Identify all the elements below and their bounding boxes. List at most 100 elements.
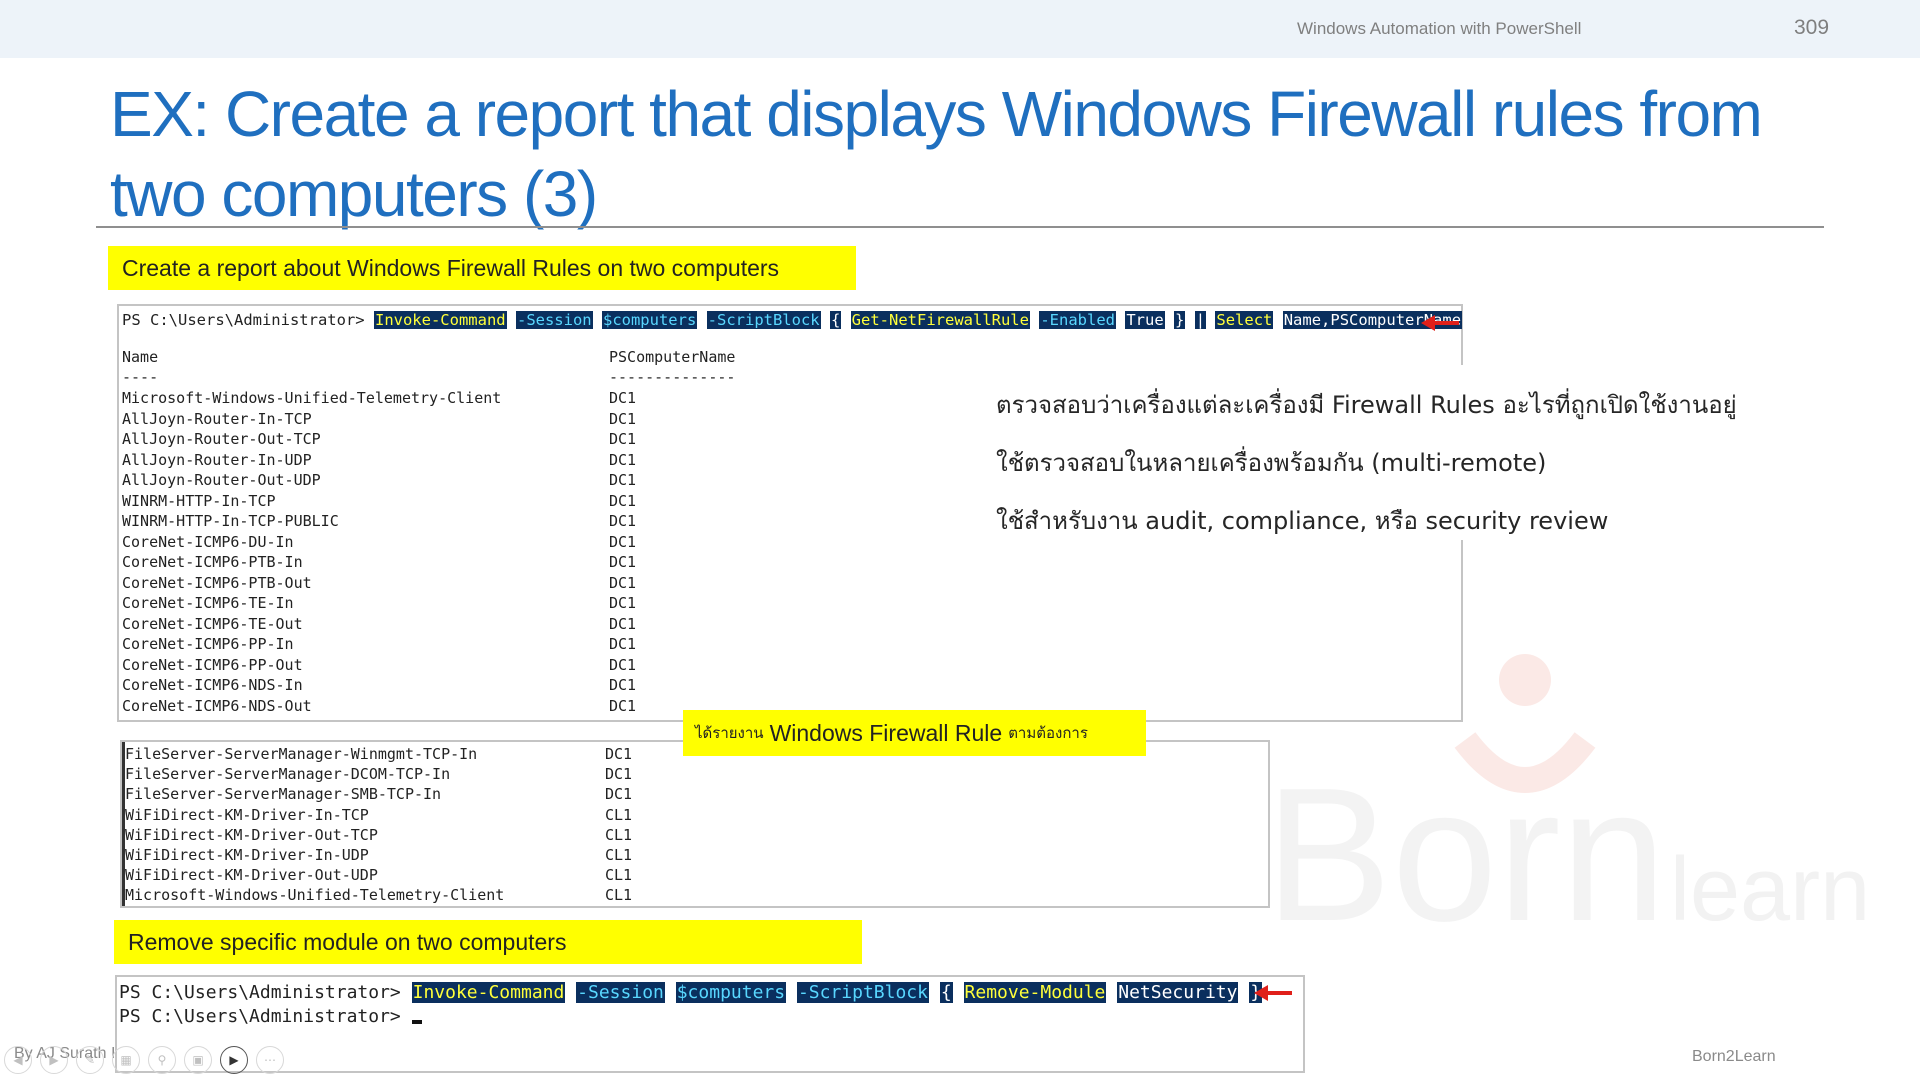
rule-name: WINRM-HTTP-In-TCP xyxy=(122,491,276,510)
note-line-3: ใช้สำหรับงาน audit, compliance, หรือ sec… xyxy=(996,507,1609,535)
watermark-text-learn: learn xyxy=(1670,840,1870,940)
pen-icon[interactable]: ✎ xyxy=(76,1046,104,1074)
notes-panel: ตรวจสอบว่าเครื่องแต่ละเครื่องมี Firewall… xyxy=(990,365,1760,540)
token-invoke-command: Invoke-Command xyxy=(411,982,566,1003)
rule-name: CoreNet-ICMP6-PP-Out xyxy=(122,655,303,674)
rule-name: Microsoft-Windows-Unified-Telemetry-Clie… xyxy=(125,886,505,905)
rule-computer: DC1 xyxy=(609,430,637,448)
note-line-2: ใช้ตรวจสอบในหลายเครื่องพร้อมกัน (multi-r… xyxy=(996,449,1547,477)
token-computers: $computers xyxy=(675,982,787,1003)
token-session: -Session xyxy=(576,982,665,1003)
rule-computer: DC1 xyxy=(609,614,637,633)
rule-computer: DC1 xyxy=(609,471,637,489)
rule-name: Microsoft-Windows-Unified-Telemetry-Clie… xyxy=(122,389,502,407)
rule-computer: DC1 xyxy=(605,765,633,784)
rule-name: CoreNet-ICMP6-PTB-Out xyxy=(122,573,312,592)
column-header-name: Name xyxy=(122,348,159,366)
token-scriptblock: -ScriptBlock xyxy=(796,982,929,1003)
rule-computer: DC1 xyxy=(609,696,637,715)
red-arrow-icon xyxy=(1254,985,1292,1001)
rule-computer: CL1 xyxy=(605,886,633,905)
zoom-icon[interactable]: ⚲ xyxy=(148,1046,176,1074)
token-pipe: | xyxy=(1194,311,1207,329)
title-divider xyxy=(96,226,1824,228)
callout-suffix: ตามต้องการ xyxy=(1008,724,1088,742)
command-line: PS C:\Users\Administrator> Invoke-Comman… xyxy=(122,311,1463,329)
token-brace-close: } xyxy=(1174,311,1186,329)
text-cursor xyxy=(411,1020,422,1024)
rule-computer: CL1 xyxy=(605,825,633,844)
command-line-remove: PS C:\Users\Administrator> Invoke-Comman… xyxy=(119,982,1263,1003)
callout-main: Windows Firewall Rule xyxy=(769,719,1003,746)
token-enabled: -Enabled xyxy=(1039,311,1116,329)
rule-computer: DC1 xyxy=(609,532,637,551)
red-arrow-icon xyxy=(1421,315,1459,331)
next-slide-icon[interactable]: ▶ xyxy=(40,1046,68,1074)
result-callout: ได้รายงาน Windows Firewall Rule ตามต้องก… xyxy=(683,710,1146,756)
page-number: 309 xyxy=(1794,16,1830,39)
rule-computer: DC1 xyxy=(609,491,637,510)
powershell-console-remove: PS C:\Users\Administrator> Invoke-Comman… xyxy=(115,975,1305,1073)
rule-name: CoreNet-ICMP6-NDS-Out xyxy=(122,696,312,715)
token-brace-open: { xyxy=(939,982,953,1003)
rule-name: WiFiDirect-KM-Driver-In-UDP xyxy=(125,846,369,864)
rule-computer: DC1 xyxy=(605,745,633,763)
section-label-remove-module: Remove specific module on two computers xyxy=(114,920,862,964)
rule-computer: CL1 xyxy=(605,805,633,824)
column-separator-name: ---- xyxy=(122,368,159,386)
console-left-edge xyxy=(122,742,125,906)
subtitles-icon[interactable]: ▣ xyxy=(184,1046,212,1074)
token-select-fields: Name,PSComputerName xyxy=(1282,311,1463,329)
slide-title: EX: Create a report that displays Window… xyxy=(110,78,1763,230)
presentation-toolbar: ◀ ▶ ✎ ▦ ⚲ ▣ ▶ ⋯ xyxy=(4,1046,284,1076)
rule-computer: DC1 xyxy=(609,450,637,469)
rule-name: AllJoyn-Router-In-UDP xyxy=(122,450,312,469)
course-title: Windows Automation with PowerShell xyxy=(1297,19,1582,38)
token-true: True xyxy=(1125,311,1165,329)
console-prompt: PS C:\Users\Administrator> xyxy=(122,311,365,329)
note-line-1: ตรวจสอบว่าเครื่องแต่ละเครื่องมี Firewall… xyxy=(996,391,1737,419)
rule-name: WiFiDirect-KM-Driver-In-TCP xyxy=(125,805,369,824)
token-computers: $computers xyxy=(601,311,698,329)
rule-computer: DC1 xyxy=(609,409,637,428)
rule-name: CoreNet-ICMP6-PTB-In xyxy=(122,553,303,571)
footer-brand: Born2Learn xyxy=(1692,1048,1776,1065)
slides-grid-icon[interactable]: ▦ xyxy=(112,1046,140,1074)
rule-computer: DC1 xyxy=(609,635,637,653)
token-netsecurity: NetSecurity xyxy=(1117,982,1239,1003)
rule-name: FileServer-ServerManager-Winmgmt-TCP-In xyxy=(125,745,478,763)
rule-computer: CL1 xyxy=(605,846,633,864)
token-remove-module: Remove-Module xyxy=(963,982,1107,1003)
section-label-report: Create a report about Windows Firewall R… xyxy=(108,246,856,290)
slide-header-bar: Windows Automation with PowerShell 309 xyxy=(0,0,1920,58)
column-header-computer: PSComputerName xyxy=(609,348,736,366)
rule-name: WiFiDirect-KM-Driver-Out-TCP xyxy=(125,825,378,844)
watermark-text-born: Born xyxy=(1265,749,1666,940)
rule-name: CoreNet-ICMP6-NDS-In xyxy=(122,676,303,694)
token-scriptblock: -ScriptBlock xyxy=(706,311,821,329)
callout-prefix: ได้รายงาน xyxy=(695,724,764,742)
rule-computer: DC1 xyxy=(609,389,637,407)
command-line-empty: PS C:\Users\Administrator> xyxy=(119,1006,422,1027)
rule-computer: DC1 xyxy=(609,512,637,530)
rule-computer: CL1 xyxy=(605,866,633,885)
token-brace-open: { xyxy=(829,311,842,329)
token-get-netfirewallrule: Get-NetFirewallRule xyxy=(850,311,1030,329)
console-prompt-2: PS C:\Users\Administrator> xyxy=(119,1006,401,1027)
rule-name: AllJoyn-Router-In-TCP xyxy=(122,409,312,428)
rule-name: FileServer-ServerManager-DCOM-TCP-In xyxy=(125,765,451,784)
rule-name: CoreNet-ICMP6-TE-Out xyxy=(122,614,303,633)
rule-name: WiFiDirect-KM-Driver-Out-UDP xyxy=(125,866,378,885)
camera-icon[interactable]: ▶ xyxy=(220,1046,248,1074)
token-invoke-command: Invoke-Command xyxy=(373,311,507,329)
rule-name: WINRM-HTTP-In-TCP-PUBLIC xyxy=(122,512,339,530)
token-select: Select xyxy=(1215,311,1274,329)
rule-name: AllJoyn-Router-Out-TCP xyxy=(122,430,321,448)
born2learn-watermark: Born learn xyxy=(1265,654,1870,940)
rule-name: CoreNet-ICMP6-TE-In xyxy=(122,594,294,612)
console-prompt: PS C:\Users\Administrator> xyxy=(119,982,401,1003)
previous-slide-icon[interactable]: ◀ xyxy=(4,1046,32,1074)
column-separator-computer: -------------- xyxy=(609,368,736,386)
more-options-icon[interactable]: ⋯ xyxy=(256,1046,284,1074)
